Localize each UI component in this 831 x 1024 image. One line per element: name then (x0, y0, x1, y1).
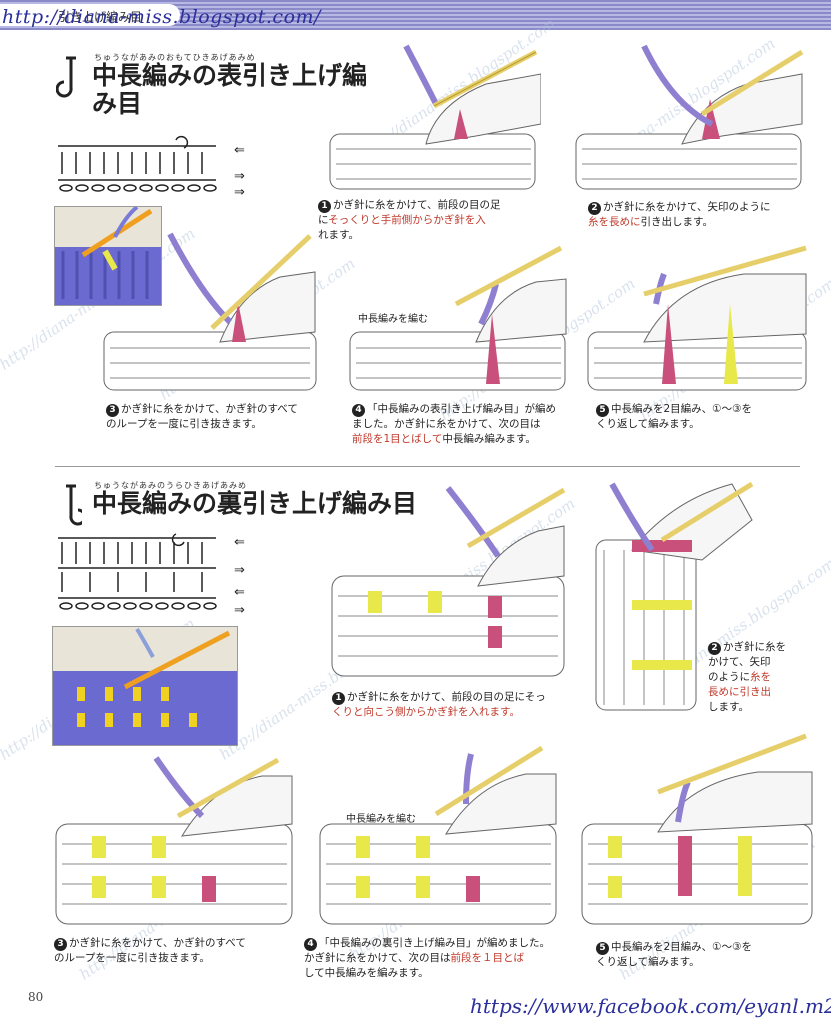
step-text: ました。かぎ針に糸をかけて、次の目は (352, 418, 540, 430)
svg-text:⇒: ⇒ (234, 185, 245, 198)
svg-text:⇒: ⇒ (234, 563, 245, 578)
step-text: 引き出します。 (641, 216, 713, 228)
step-text: 「中長編みの裏引き上げ編み目」が編めました。 (319, 937, 550, 949)
step-highlight-text: 糸を (750, 671, 771, 683)
stitch-symbol-icon (56, 482, 82, 532)
step-number-badge: 4 (304, 938, 317, 951)
section2-step5-illustration (578, 732, 816, 932)
step-number-badge: 2 (588, 202, 601, 215)
step-text: くり返して編みます。 (596, 956, 700, 968)
section2-step4-caption: 4「中長編みの裏引き上げ編み目」が編めました。 かぎ針に糸をかけて、次の目は前段… (304, 936, 574, 981)
step-text: かぎ針に糸をかけて、次の目は (304, 952, 450, 964)
step-text: 中長編み編みます。 (442, 433, 535, 445)
step-text: かけて、矢印 (708, 656, 770, 668)
step-number-badge: 5 (596, 404, 609, 417)
step-text: します。 (708, 701, 749, 713)
section1-step3-illustration (100, 232, 322, 400)
step-highlight-text: くりと向こう側からかぎ針を入れます。 (332, 706, 520, 718)
section2-step3-illustration (52, 756, 296, 932)
section-divider (55, 466, 800, 467)
section1-step1-illustration (326, 44, 541, 199)
step-highlight-text: そっくりと手前側からかぎ針を入 (328, 214, 486, 226)
step-number-badge: 1 (318, 200, 331, 213)
svg-text:⇒: ⇒ (234, 169, 245, 184)
step-number-badge: 5 (596, 942, 609, 955)
facebook-url-link[interactable]: https://www.facebook.com/eyanl.m2lnt (470, 994, 831, 1018)
section1-step5-illustration (584, 244, 812, 400)
section2-swatch-photo (52, 626, 238, 746)
step-text: して中長編みを編みます。 (304, 967, 429, 979)
step-highlight-text: 長めに引き出 (708, 686, 771, 698)
step-text: 「中長編みの表引き上げ編み目」が編め (367, 403, 556, 415)
step-text: くり返して編みます。 (596, 418, 700, 430)
stitch-symbol-icon (56, 54, 82, 104)
step-text: かぎ針に糸をかけて、前段の目の足 (333, 199, 500, 211)
svg-text:⇒: ⇒ (234, 603, 245, 616)
section2-step4-illustration (316, 744, 560, 932)
step-text: 中長編みを2目編み、①〜③を (611, 941, 752, 953)
step-text: に (318, 214, 328, 226)
step-number-badge: 3 (54, 938, 67, 951)
step-highlight-text: 前段を1目とばして (352, 433, 442, 445)
section2-step1-illustration (328, 486, 568, 686)
section1-step2-illustration (572, 44, 807, 199)
step-highlight-text: 前段を１目とば (450, 952, 524, 964)
step-text: かぎ針に糸をかけて、矢印のように (603, 201, 770, 213)
step-number-badge: 3 (106, 404, 119, 417)
step-number-badge: 1 (332, 692, 345, 705)
section2-stitch-chart: ⇐ ⇒ ⇐ ⇒ (56, 530, 256, 616)
section1-stitch-chart: ⇐ ⇒ ⇒ (56, 134, 256, 198)
step-text: かぎ針に糸をかけて、前段の目の足にそっ (347, 691, 546, 703)
step-text: れます。 (318, 229, 359, 241)
step-text: のように (708, 671, 750, 683)
blog-url-link[interactable]: http://diana-miss.blogspot.com/ (2, 6, 321, 28)
step-number-badge: 2 (708, 642, 721, 655)
section1-step4-illustration (346, 244, 571, 400)
step-text: 中長編みを2目編み、①〜③を (611, 403, 752, 415)
svg-text:⇐: ⇐ (234, 585, 245, 600)
section1-step4-caption: 4「中長編みの表引き上げ編み目」が編め ました。かぎ針に糸をかけて、次の目は 前… (352, 402, 592, 447)
svg-text:⇐: ⇐ (234, 535, 245, 550)
svg-text:⇐: ⇐ (234, 143, 245, 158)
step-text: かぎ針に糸をかけて、かぎ針のすべて (69, 937, 246, 949)
step-highlight-text: 糸を長めに (588, 216, 641, 228)
page-number: 80 (28, 990, 43, 1004)
step-text: のループを一度に引き抜きます。 (54, 952, 210, 964)
step-text: かぎ針に糸を (723, 641, 786, 653)
step-number-badge: 4 (352, 404, 365, 417)
step-text: のループを一度に引き抜きます。 (106, 418, 262, 430)
step-text: かぎ針に糸をかけて、かぎ針のすべて (121, 403, 298, 415)
